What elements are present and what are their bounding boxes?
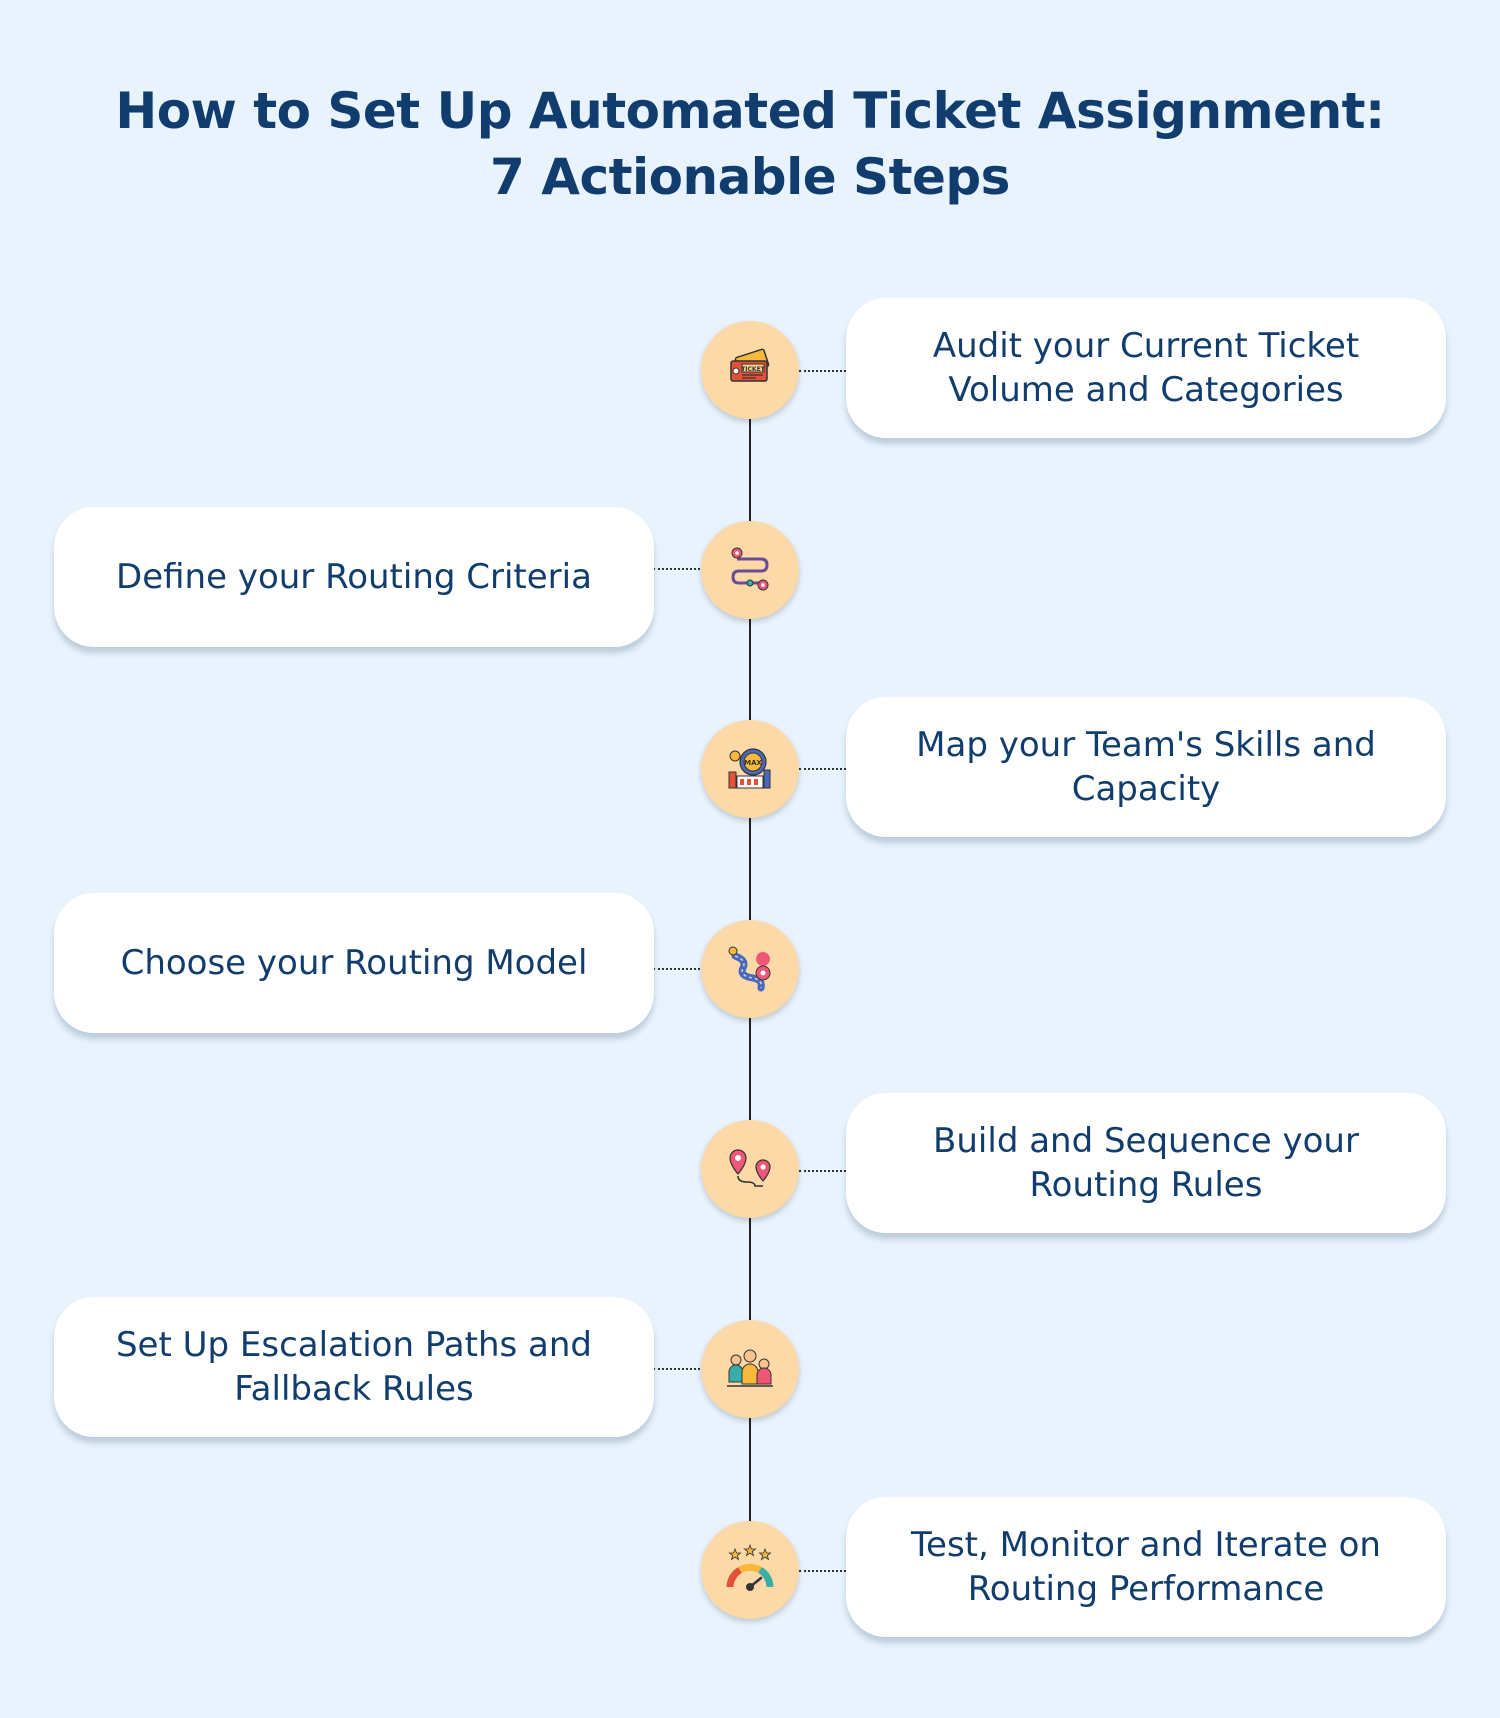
step-3-card: Map your Team's Skills and Capacity — [846, 697, 1446, 837]
step-1-card: Audit your Current Ticket Volume and Cat… — [846, 298, 1446, 438]
step-3-label: Map your Team's Skills and Capacity — [916, 725, 1376, 809]
step-6-card: Set Up Escalation Paths and Fallback Rul… — [54, 1297, 654, 1437]
title-line-2: 7 Actionable Steps — [490, 148, 1010, 206]
title-line-1: How to Set Up Automated Ticket Assignmen… — [115, 82, 1385, 140]
step-2-node — [701, 521, 799, 619]
step-4-node — [701, 920, 799, 1018]
step-1-label: Audit your Current Ticket Volume and Cat… — [932, 326, 1360, 410]
ticket-icon: TICKET — [730, 348, 770, 382]
step-6-connector — [653, 1368, 700, 1370]
step-7-card: Test, Monitor and Iterate on Routing Per… — [846, 1497, 1446, 1637]
step-7-node — [701, 1521, 799, 1619]
step-2-card: Define your Routing Criteria — [54, 507, 654, 647]
step-4-label: Choose your Routing Model — [120, 943, 588, 983]
location-pins-icon — [729, 1149, 771, 1187]
svg-text:MAX: MAX — [744, 759, 762, 767]
step-7-label: Test, Monitor and Iterate on Routing Per… — [911, 1525, 1381, 1609]
step-1-node: TICKET — [701, 321, 799, 419]
step-7-connector — [799, 1570, 846, 1572]
capacity-gauge-icon: MAX — [728, 748, 771, 789]
step-4-connector — [653, 968, 700, 970]
performance-meter-icon — [726, 1543, 774, 1591]
step-5-connector — [799, 1170, 846, 1172]
step-2-label: Define your Routing Criteria — [116, 557, 592, 597]
step-2-connector — [653, 568, 700, 570]
step-4-card: Choose your Routing Model — [54, 893, 654, 1033]
team-escalation-icon — [727, 1349, 773, 1387]
step-3-node: MAX — [701, 720, 799, 818]
step-6-node — [701, 1320, 799, 1418]
road-map-icon — [728, 946, 771, 992]
svg-text:TICKET: TICKET — [741, 366, 765, 373]
step-5-card: Build and Sequence your Routing Rules — [846, 1093, 1446, 1233]
step-5-label: Build and Sequence your Routing Rules — [933, 1121, 1359, 1205]
step-1-connector — [799, 370, 846, 372]
step-5-node — [701, 1120, 799, 1218]
route-path-icon — [731, 547, 769, 591]
page-title: How to Set Up Automated Ticket Assignmen… — [0, 78, 1500, 210]
step-3-connector — [799, 768, 846, 770]
step-6-label: Set Up Escalation Paths and Fallback Rul… — [115, 1325, 593, 1409]
